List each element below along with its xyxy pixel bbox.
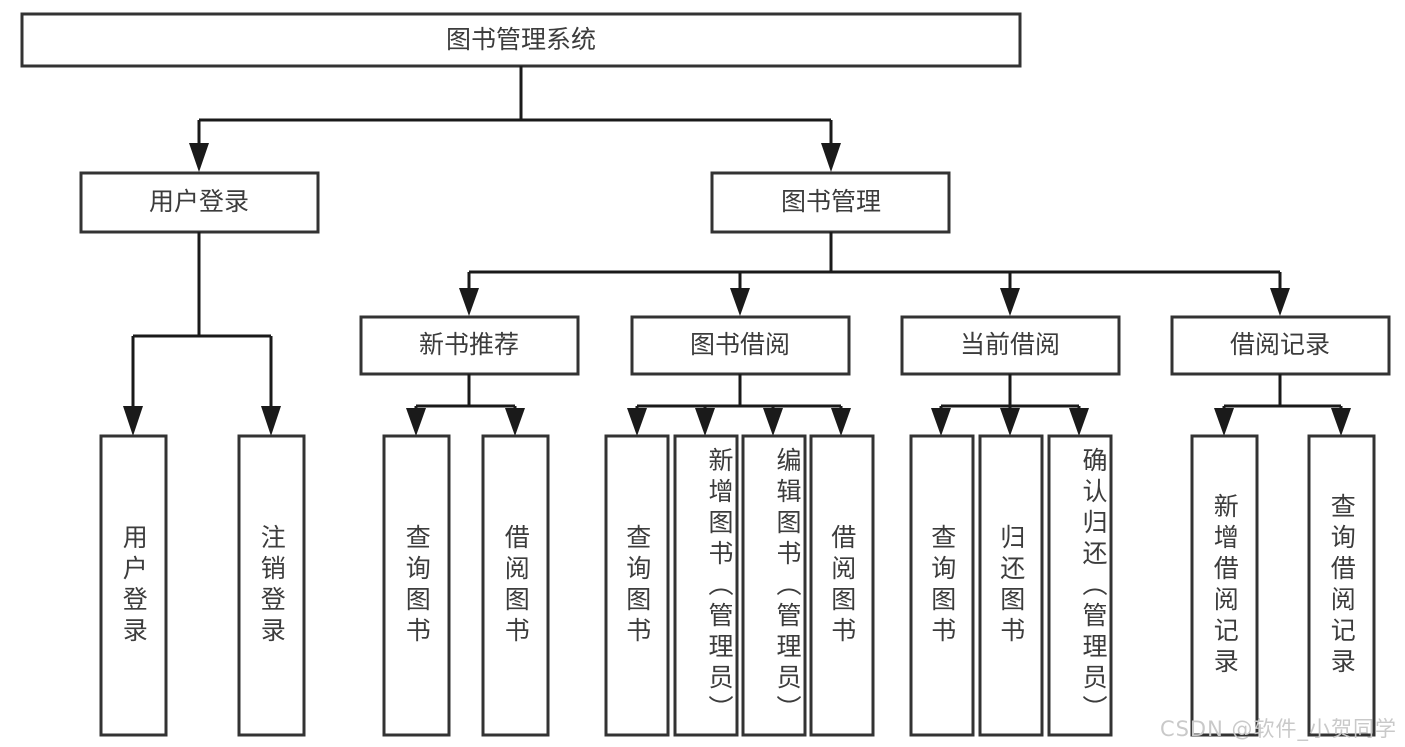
arrow-to-leaf-query-book-1 bbox=[406, 408, 426, 436]
leaf-query-record-box[interactable] bbox=[1307, 434, 1376, 737]
node-book-borrow[interactable]: 图书借阅 bbox=[630, 315, 851, 376]
node-borrow-record[interactable]: 借阅记录 bbox=[1170, 315, 1391, 376]
node-root-label: 图书管理系统 bbox=[446, 25, 596, 54]
leaf-confirm-return-box[interactable] bbox=[1047, 434, 1113, 737]
arrow-to-current-borrow bbox=[1000, 288, 1020, 316]
node-root[interactable]: 图书管理系统 bbox=[20, 12, 1022, 68]
node-new-book-recommend-label: 新书推荐 bbox=[419, 330, 519, 359]
node-user-login[interactable]: 用户登录 bbox=[79, 171, 320, 234]
node-user-login-label: 用户登录 bbox=[149, 187, 249, 216]
connector-current-borrow-to-leaves bbox=[931, 374, 1089, 436]
connector-book-borrow-to-leaves bbox=[627, 374, 851, 436]
leaf-logout-box[interactable] bbox=[237, 434, 306, 737]
connector-book-management-to-level2 bbox=[459, 232, 1290, 316]
arrow-to-leaf-user-login bbox=[123, 406, 143, 436]
node-current-borrow-label: 当前借阅 bbox=[960, 330, 1060, 359]
leaf-query-book-2-box[interactable] bbox=[604, 434, 670, 737]
connector-new-book-recommend-to-leaves bbox=[406, 374, 525, 436]
leaf-add-book-box[interactable] bbox=[673, 434, 739, 737]
leaf-user-login-box[interactable] bbox=[99, 434, 168, 737]
arrow-to-leaf-return-book bbox=[1000, 408, 1020, 436]
node-book-management[interactable]: 图书管理 bbox=[710, 171, 951, 234]
arrow-to-leaf-logout bbox=[261, 406, 281, 436]
connector-root-to-level1 bbox=[189, 66, 841, 172]
arrow-to-leaf-confirm-return bbox=[1069, 408, 1089, 436]
node-new-book-recommend[interactable]: 新书推荐 bbox=[359, 315, 580, 376]
arrow-to-book-management bbox=[821, 143, 841, 172]
arrow-to-leaf-borrow-book-2 bbox=[831, 408, 851, 436]
leaf-query-book-3-box[interactable] bbox=[909, 434, 975, 737]
node-current-borrow[interactable]: 当前借阅 bbox=[900, 315, 1121, 376]
node-book-management-label: 图书管理 bbox=[781, 187, 881, 216]
leaf-edit-book-box[interactable] bbox=[741, 434, 807, 737]
arrow-to-new-book-recommend bbox=[459, 288, 479, 316]
arrow-to-leaf-add-book bbox=[695, 408, 715, 436]
arrow-to-leaf-query-book-3 bbox=[931, 408, 951, 436]
node-new-book-recommend-box[interactable] bbox=[359, 315, 580, 376]
csdn-watermark: CSDN @软件_小贺同学 bbox=[1159, 717, 1397, 741]
node-user-login-box[interactable] bbox=[79, 171, 320, 234]
connector-borrow-record-to-leaves bbox=[1214, 374, 1351, 436]
arrow-to-book-borrow bbox=[730, 288, 750, 316]
leaf-borrow-book-1-box[interactable] bbox=[481, 434, 550, 737]
node-book-borrow-label: 图书借阅 bbox=[690, 330, 790, 359]
arrow-to-leaf-borrow-book-1 bbox=[505, 408, 525, 436]
arrow-to-leaf-edit-book bbox=[763, 408, 783, 436]
node-borrow-record-label: 借阅记录 bbox=[1230, 330, 1330, 359]
node-root-box[interactable] bbox=[20, 12, 1022, 68]
arrow-to-user-login bbox=[189, 143, 209, 172]
arrow-to-leaf-query-book-2 bbox=[627, 408, 647, 436]
leaf-query-book-1-box[interactable] bbox=[382, 434, 451, 737]
leaf-borrow-book-2-box[interactable] bbox=[809, 434, 875, 737]
leaf-add-record-box[interactable] bbox=[1190, 434, 1259, 737]
arrow-to-borrow-record bbox=[1270, 288, 1290, 316]
arrow-to-leaf-query-record bbox=[1331, 408, 1351, 436]
connector-user-login-to-leaves bbox=[123, 232, 281, 436]
leaf-return-book-box[interactable] bbox=[978, 434, 1044, 737]
node-current-borrow-box[interactable] bbox=[900, 315, 1121, 376]
arrow-to-leaf-add-record bbox=[1214, 408, 1234, 436]
